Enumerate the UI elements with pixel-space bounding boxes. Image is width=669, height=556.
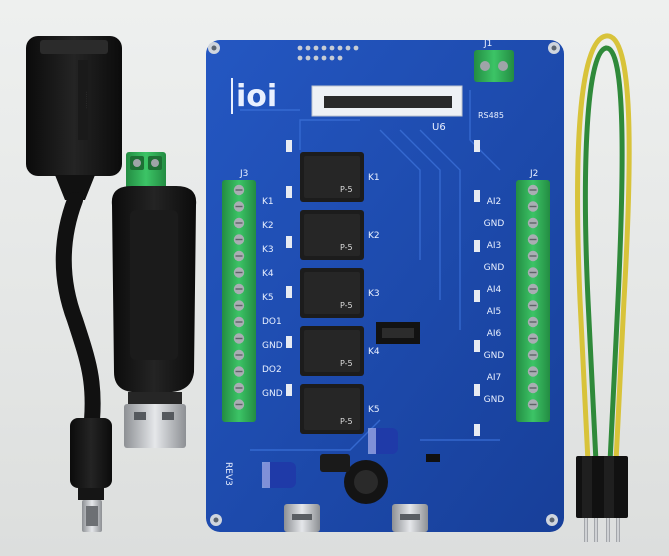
right-terminal-label: AI4 [487, 285, 502, 295]
jumper-wires [575, 33, 632, 542]
relay-label: K4 [368, 347, 380, 357]
right-terminal-label: GND [484, 263, 505, 273]
relay-marking: P-5 [340, 185, 353, 194]
right-terminal-label: AI3 [487, 241, 502, 251]
right-terminal-label: AI6 [487, 329, 502, 339]
svg-text:········: ········ [82, 91, 90, 109]
right-terminal-label: AI5 [487, 307, 502, 317]
relay-label: K5 [368, 405, 380, 415]
left-terminal-label: K3 [262, 245, 274, 255]
left-terminal-label: K1 [262, 197, 274, 207]
j1-label: J1 [483, 39, 492, 49]
right-terminal-label: GND [484, 395, 505, 405]
left-terminal-label: GND [262, 389, 283, 399]
relay-marking: P-5 [340, 301, 353, 310]
left-terminal-label: K5 [262, 293, 274, 303]
relay-label: K2 [368, 231, 380, 241]
u6-label: U6 [432, 122, 446, 133]
relay-marking: P-5 [340, 417, 353, 426]
usb-otg-cable: ········ [26, 36, 122, 532]
relay-label: K3 [368, 289, 380, 299]
right-terminal-label: GND [484, 351, 505, 361]
relay-marking: P-5 [340, 359, 353, 368]
rs485-label: RS485 [478, 111, 504, 120]
right-terminal-label: AI7 [487, 373, 502, 383]
relay-marking: P-5 [340, 243, 353, 252]
left-terminal-label: DO1 [262, 317, 282, 327]
left-terminal-label: K2 [262, 221, 274, 231]
left-terminal-label: K4 [262, 269, 274, 279]
j3-label: J3 [239, 169, 248, 179]
right-terminal-label: GND [484, 219, 505, 229]
relay-label: K1 [368, 173, 380, 183]
usb-rs485-dongle [111, 152, 197, 448]
revision-label: REV3 [223, 462, 233, 486]
j2-label: J2 [529, 169, 538, 179]
board-logo: ioi [236, 79, 277, 114]
left-terminal-label: GND [262, 341, 283, 351]
left-terminal-label: DO2 [262, 365, 282, 375]
controller-pcb: ioi U6 J1 RS485 J3 J2 K1K2K3K4K5DO1GNDDO… [206, 39, 564, 532]
right-terminal-label: AI2 [487, 197, 502, 207]
